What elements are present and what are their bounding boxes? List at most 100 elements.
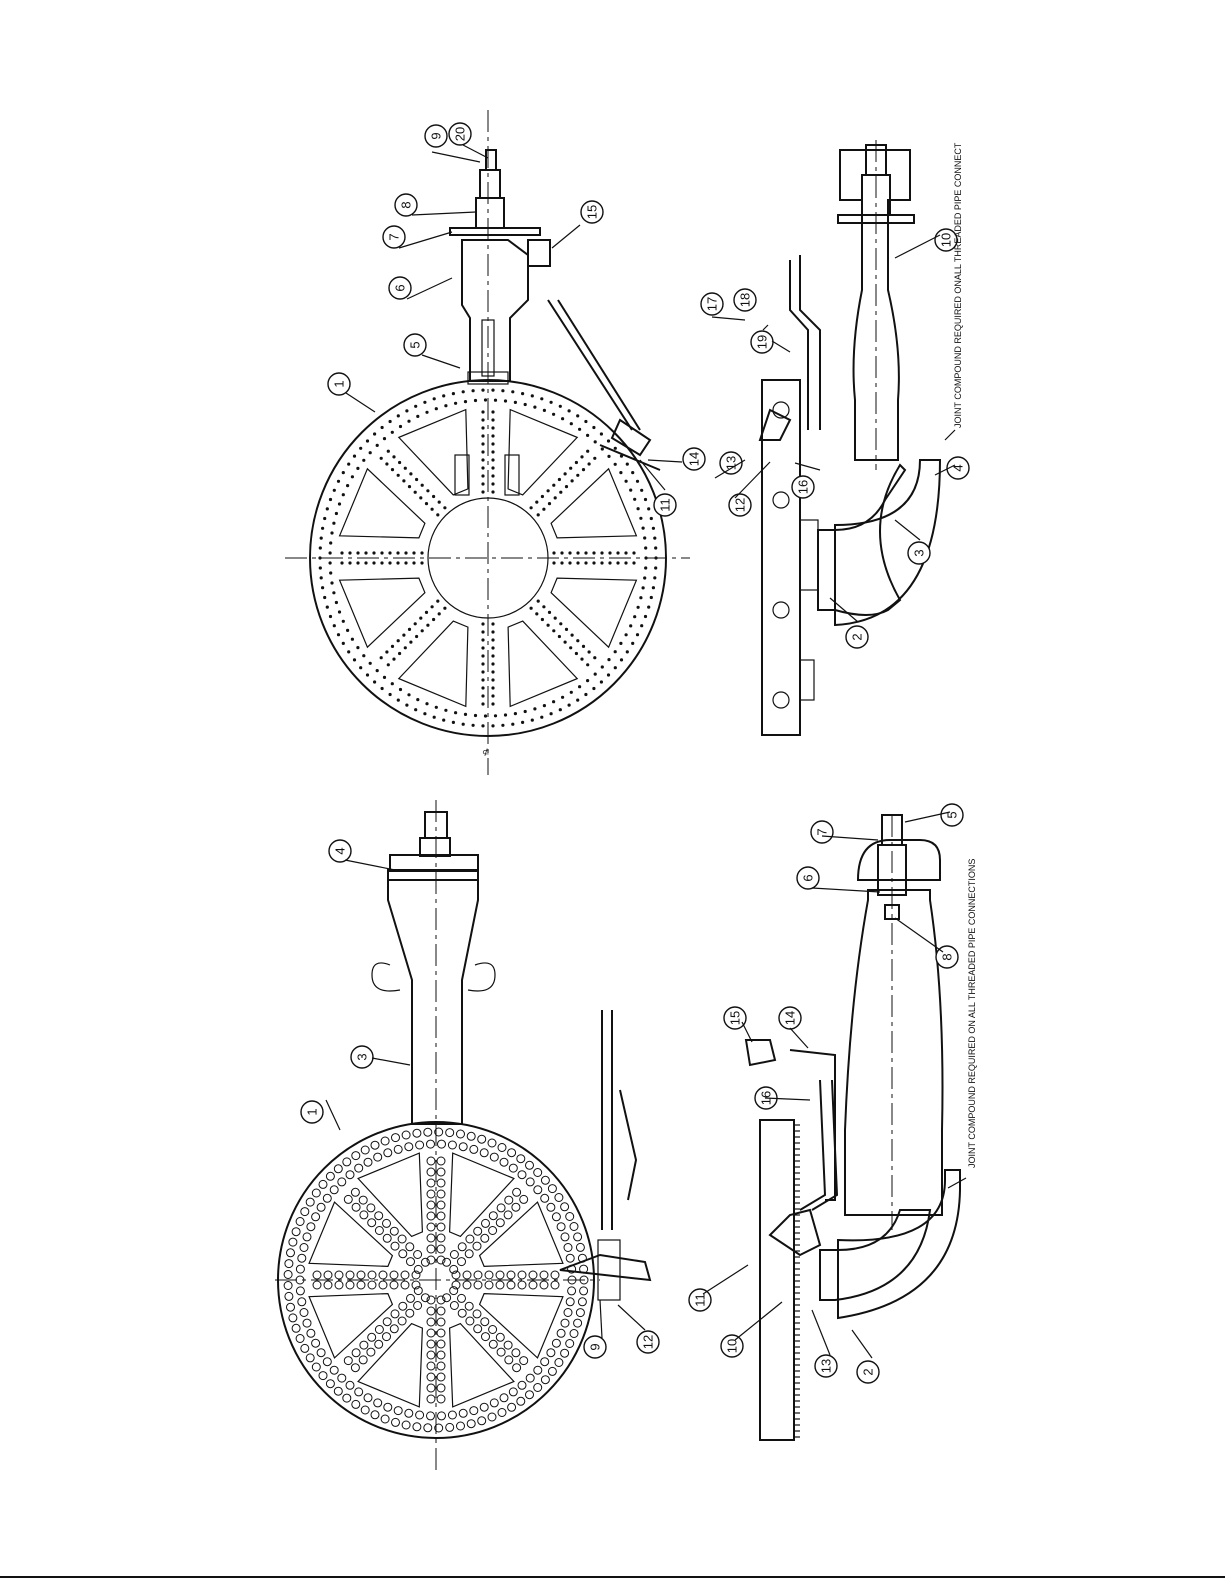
- burner-port: [324, 1281, 332, 1289]
- burner-port: [375, 1340, 383, 1348]
- burner-port: [491, 458, 494, 461]
- burner-port: [616, 551, 619, 554]
- burner-port: [404, 561, 407, 564]
- burner-port: [415, 635, 418, 638]
- burner-port: [312, 1189, 320, 1197]
- burner-port: [561, 1319, 569, 1327]
- burner-port: [414, 1251, 422, 1259]
- burner-port: [639, 517, 642, 520]
- burner-port: [319, 1180, 327, 1188]
- burner-port: [391, 682, 394, 685]
- burner-port: [530, 506, 533, 509]
- burner-port: [443, 607, 446, 610]
- burner-port: [504, 713, 507, 716]
- burner-port: [541, 1176, 549, 1184]
- burner-port: [383, 1318, 391, 1326]
- burner-port: [369, 662, 372, 665]
- burner-port: [558, 635, 561, 638]
- burner-port: [431, 605, 434, 608]
- callout-upper-plan-11: 11: [654, 494, 676, 516]
- burner-port: [450, 1251, 458, 1259]
- burner-port: [346, 1281, 354, 1289]
- burner-port: [639, 596, 642, 599]
- burner-port: [321, 527, 324, 530]
- burner-port: [484, 714, 487, 717]
- burner-port: [458, 1258, 466, 1266]
- svg-text:10: 10: [725, 1339, 740, 1353]
- burner-port: [337, 633, 340, 636]
- burner-port: [326, 1172, 334, 1180]
- burner-port: [427, 1412, 435, 1420]
- burner-port: [640, 489, 643, 492]
- burner-port: [524, 403, 527, 406]
- callout-lower-plan-4: 4: [329, 840, 351, 862]
- burner-port: [485, 1271, 493, 1279]
- burner-port: [524, 710, 527, 713]
- svg-text:17: 17: [705, 297, 720, 311]
- burner-port: [607, 658, 610, 661]
- burner-port: [285, 1260, 293, 1268]
- burner-port: [520, 1357, 528, 1365]
- burner-port: [576, 1243, 584, 1251]
- burner-port: [501, 724, 504, 727]
- burner-port: [306, 1354, 314, 1362]
- burner-port: [557, 1223, 565, 1231]
- burner-window: [340, 469, 425, 538]
- burner-port: [482, 1219, 490, 1227]
- burner-port: [432, 618, 435, 621]
- burner-port: [582, 645, 585, 648]
- callout-lower-section-15: 15: [724, 1007, 746, 1029]
- burner-port: [379, 1271, 387, 1279]
- burner-port: [481, 694, 484, 697]
- burner-port: [568, 409, 571, 412]
- burner-port: [437, 1395, 445, 1403]
- burner-port: [542, 605, 545, 608]
- burner-port: [435, 407, 438, 410]
- burner-port: [366, 673, 369, 676]
- svg-text:2: 2: [850, 633, 865, 640]
- burner-port: [372, 561, 375, 564]
- burner-port: [601, 665, 604, 668]
- burner-port: [427, 1307, 435, 1315]
- svg-text:18: 18: [738, 293, 753, 307]
- burner-port: [541, 1194, 549, 1202]
- svg-text:11: 11: [658, 498, 673, 512]
- burner-port: [355, 1388, 363, 1396]
- burner-port: [647, 606, 650, 609]
- burner-port: [574, 1233, 582, 1241]
- burner-port: [444, 709, 447, 712]
- burner-port: [644, 566, 647, 569]
- burner-port: [564, 641, 567, 644]
- burner-port: [470, 1145, 478, 1153]
- burner-port: [292, 1228, 300, 1236]
- svg-text:12: 12: [733, 498, 748, 512]
- burner-port: [390, 1271, 398, 1279]
- burner-port: [491, 646, 494, 649]
- burner-port: [385, 462, 388, 465]
- burner-port: [518, 1171, 526, 1179]
- burner-port: [490, 1399, 498, 1407]
- burner-port: [498, 1409, 506, 1417]
- burner-port: [608, 561, 611, 564]
- burner-port: [335, 601, 338, 604]
- burner-port: [491, 418, 494, 421]
- burner-port: [416, 698, 419, 701]
- burner-port: [383, 437, 386, 440]
- burner-port: [364, 551, 367, 554]
- burner-port: [632, 561, 635, 564]
- burner-port: [491, 389, 494, 392]
- burner-port: [419, 617, 422, 620]
- burner-port: [346, 1271, 354, 1279]
- burner-port: [420, 561, 423, 564]
- burner-port: [491, 434, 494, 437]
- burner-port: [399, 425, 402, 428]
- burner-port: [454, 402, 457, 405]
- burner-port: [340, 561, 343, 564]
- burner-port: [569, 467, 572, 470]
- burner-port: [600, 680, 603, 683]
- burner-port: [408, 485, 411, 488]
- burner-port: [512, 1203, 520, 1211]
- burner-port: [491, 670, 494, 673]
- burner-port: [561, 1349, 569, 1357]
- burner-port: [481, 638, 484, 641]
